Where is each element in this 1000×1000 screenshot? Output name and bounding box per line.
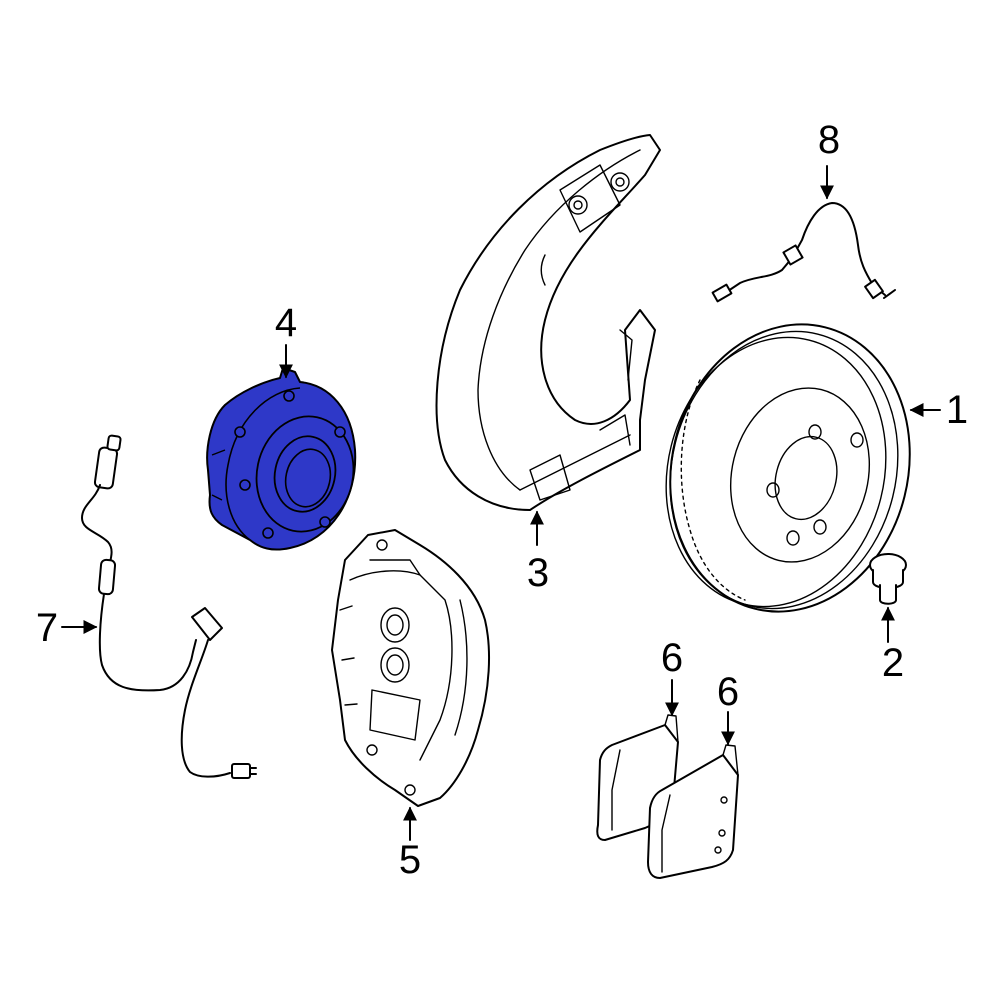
callout-5: 5 bbox=[398, 838, 422, 882]
callout-4: 4 bbox=[274, 301, 298, 345]
brake-rotor[interactable] bbox=[638, 299, 939, 637]
rotor-bolt[interactable] bbox=[869, 553, 907, 605]
abs-sensor-wire[interactable] bbox=[711, 201, 896, 303]
wheel-hub-assembly[interactable] bbox=[206, 367, 364, 551]
callout-1: 1 bbox=[945, 388, 969, 432]
callout-3: 3 bbox=[526, 551, 550, 595]
callout-6-rear-pad: 6 bbox=[660, 636, 684, 680]
callout-2: 2 bbox=[881, 641, 905, 685]
brake-pad-front[interactable] bbox=[647, 744, 739, 879]
callout-6-front-pad: 6 bbox=[716, 670, 740, 714]
leader-arrows bbox=[61, 165, 941, 841]
splash-shield[interactable] bbox=[435, 134, 661, 511]
brake-caliper[interactable] bbox=[331, 529, 491, 807]
pad-wear-sensor-wire[interactable] bbox=[80, 434, 257, 779]
callout-8: 8 bbox=[817, 118, 841, 162]
callout-7: 7 bbox=[35, 606, 59, 650]
